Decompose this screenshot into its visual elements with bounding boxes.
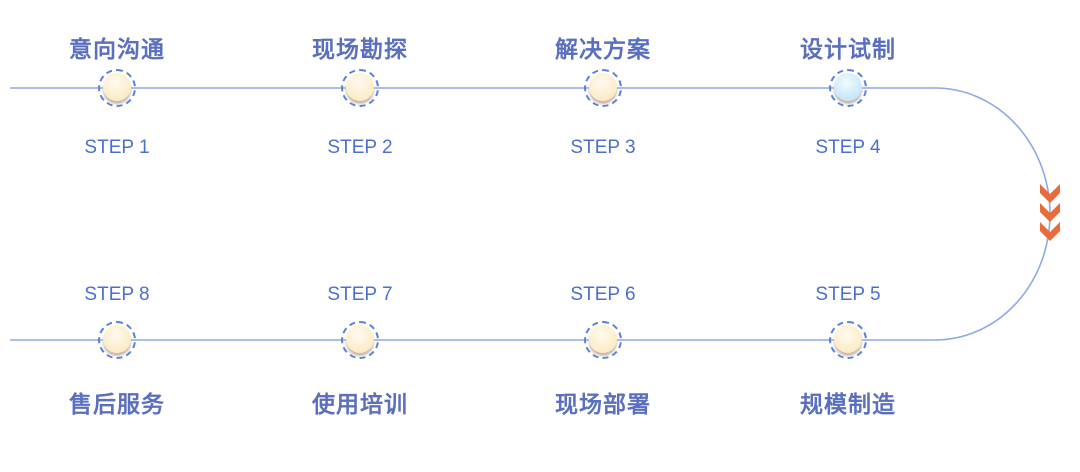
step-title: 意向沟通 — [69, 37, 165, 63]
step-node — [829, 321, 867, 359]
step-node-dot — [834, 325, 862, 353]
step-title: 现场部署 — [555, 392, 651, 418]
step-node — [341, 321, 379, 359]
step-node — [98, 321, 136, 359]
step-label: STEP 6 — [570, 284, 636, 305]
step-title: 售后服务 — [69, 392, 165, 418]
step-title: 解决方案 — [555, 37, 651, 63]
step-node-dot — [103, 73, 131, 101]
step-node — [341, 69, 379, 107]
chevron-down-arrows-icon — [1040, 184, 1060, 241]
step-label: STEP 1 — [84, 137, 150, 158]
step-node-dot — [103, 325, 131, 353]
step-node-dot — [589, 73, 617, 101]
step-title: 规模制造 — [800, 392, 896, 418]
step-node — [584, 321, 622, 359]
step-node-dot — [834, 73, 862, 101]
step-label: STEP 3 — [570, 137, 636, 158]
step-node — [829, 69, 867, 107]
step-node — [584, 69, 622, 107]
step-title: 设计试制 — [800, 37, 896, 63]
step-label: STEP 8 — [84, 284, 150, 305]
step-title: 现场勘探 — [312, 37, 408, 63]
step-label: STEP 2 — [327, 137, 393, 158]
step-node — [98, 69, 136, 107]
step-label: STEP 5 — [815, 284, 881, 305]
step-title: 使用培训 — [312, 392, 408, 418]
step-label: STEP 7 — [327, 284, 393, 305]
step-node-dot — [346, 73, 374, 101]
step-node-dot — [346, 325, 374, 353]
step-node-dot — [589, 325, 617, 353]
step-label: STEP 4 — [815, 137, 881, 158]
